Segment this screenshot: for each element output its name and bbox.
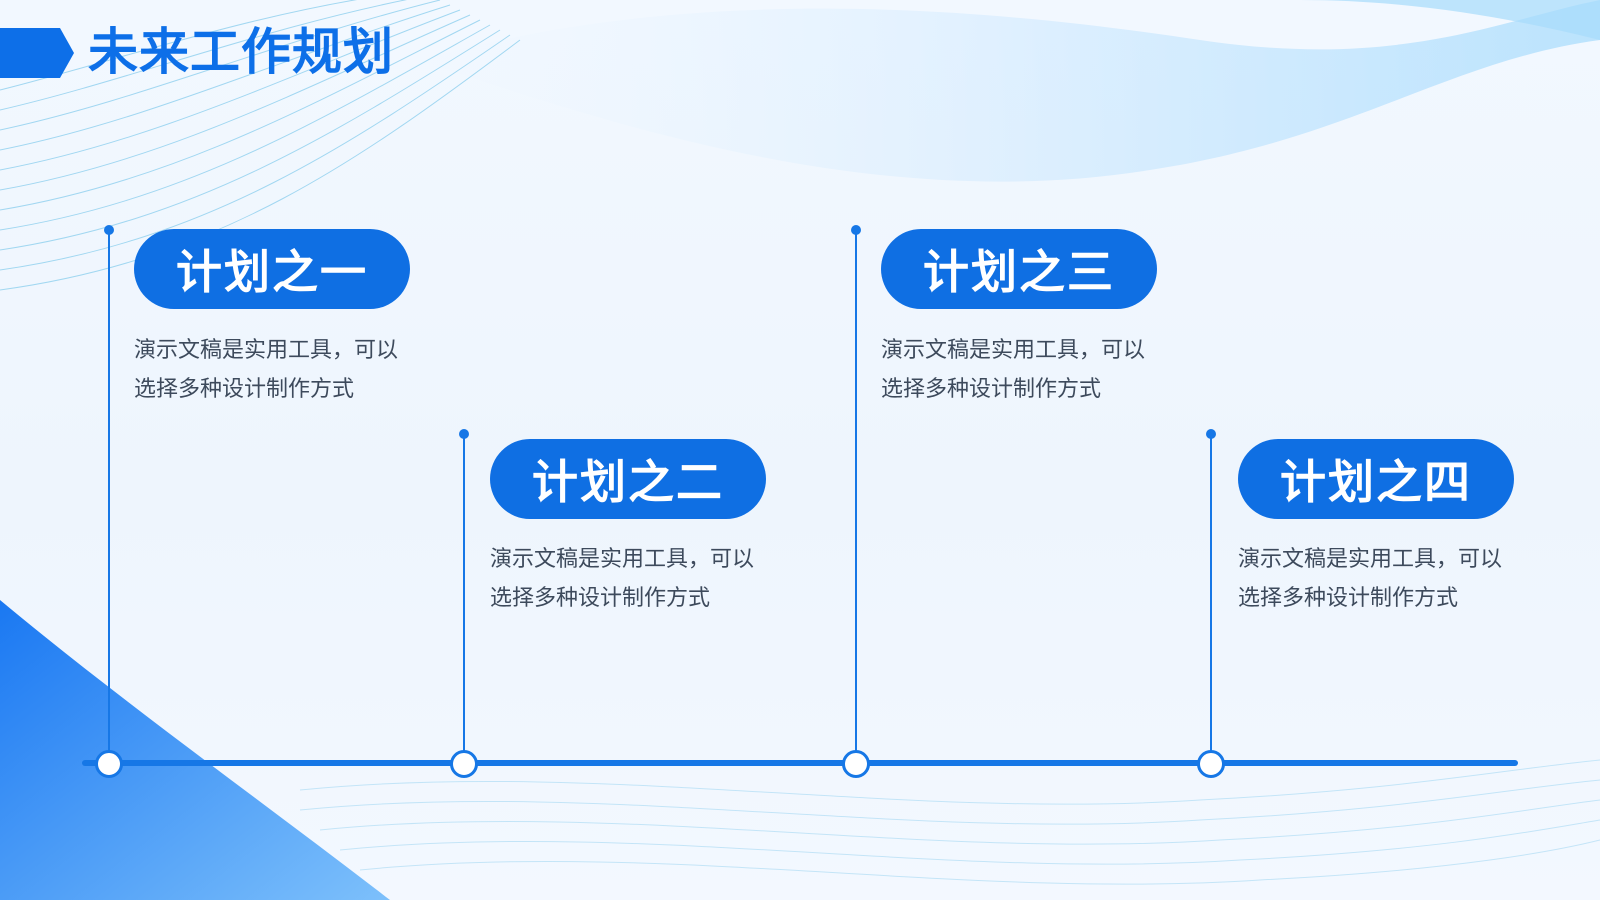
plan-2-desc-line-2: 选择多种设计制作方式 (490, 586, 711, 611)
timeline-axis (82, 760, 1518, 766)
plan-3-connector-line (855, 230, 857, 754)
plan-3-description: 演示文稿是实用工具，可以 选择多种设计制作方式 (881, 331, 1181, 409)
plan-4-desc-line-1: 演示文稿是实用工具，可以 (1238, 547, 1503, 572)
timeline-node-2 (450, 750, 478, 778)
timeline-node-4 (1197, 750, 1225, 778)
timeline-node-3 (842, 750, 870, 778)
plan-4-description: 演示文稿是实用工具，可以 选择多种设计制作方式 (1238, 540, 1538, 618)
plan-2-description: 演示文稿是实用工具，可以 选择多种设计制作方式 (490, 540, 790, 618)
plan-4-desc-line-2: 选择多种设计制作方式 (1238, 586, 1459, 611)
plan-1-connector-line (108, 230, 110, 754)
plan-4-label-pill: 计划之四 (1238, 439, 1514, 519)
plan-2-desc-line-1: 演示文稿是实用工具，可以 (490, 547, 755, 572)
plan-1-desc-line-1: 演示文稿是实用工具，可以 (134, 338, 399, 363)
plan-3-label-pill: 计划之三 (881, 229, 1157, 309)
plan-1-desc-line-2: 选择多种设计制作方式 (134, 377, 355, 402)
plan-3-desc-line-1: 演示文稿是实用工具，可以 (881, 338, 1146, 363)
timeline-node-1 (95, 750, 123, 778)
plan-1-label-pill: 计划之一 (134, 229, 410, 309)
plan-2-label-pill: 计划之二 (490, 439, 766, 519)
plan-2-connector-line (463, 434, 465, 754)
plan-3-desc-line-2: 选择多种设计制作方式 (881, 377, 1102, 402)
plan-4-connector-line (1210, 434, 1212, 754)
title-arrow-icon (0, 28, 74, 78)
page-title: 未来工作规划 (88, 23, 394, 81)
plan-1-description: 演示文稿是实用工具，可以 选择多种设计制作方式 (134, 331, 434, 409)
